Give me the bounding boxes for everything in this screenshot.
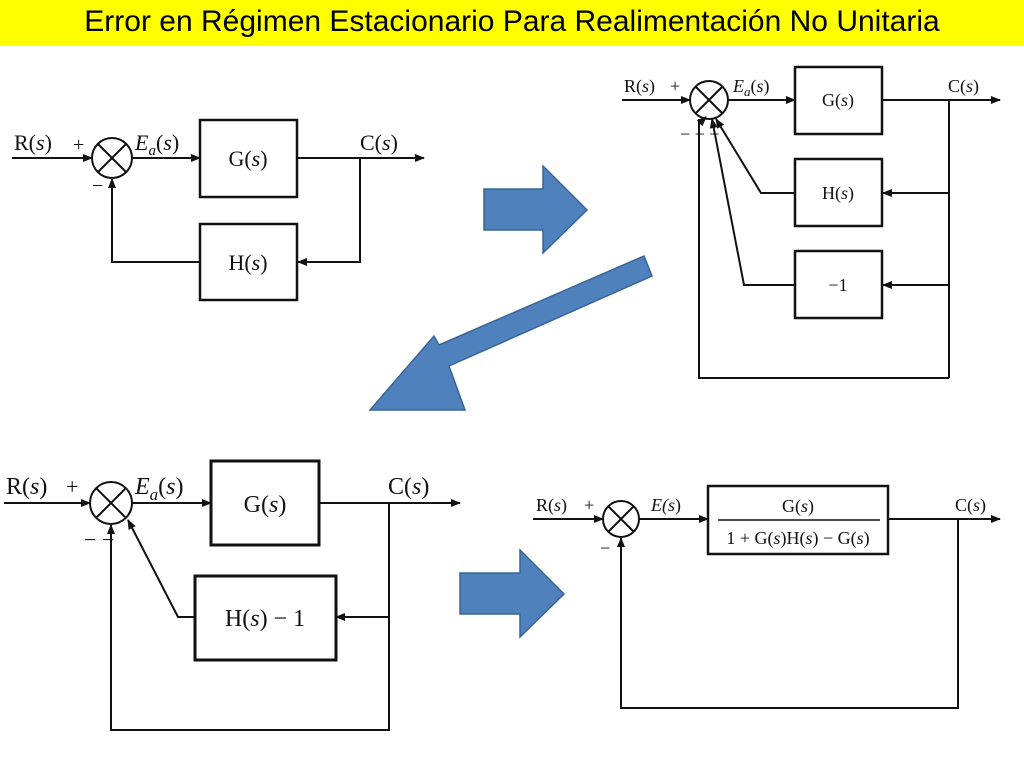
denominator-label: 1 + G(s)H(s) − G(s) bbox=[726, 528, 869, 549]
error-label: Ea(s) bbox=[134, 130, 179, 159]
plus-sign: + bbox=[66, 474, 78, 499]
numerator-label: G(s) bbox=[782, 496, 814, 517]
feedback-block-label: H(s) − 1 bbox=[225, 606, 305, 632]
summing-junction bbox=[91, 137, 133, 179]
minus-signs: − − − bbox=[680, 124, 719, 144]
forward-block bbox=[198, 118, 299, 199]
summing-junction bbox=[689, 80, 729, 120]
feedback2-block-label: −1 bbox=[828, 275, 847, 295]
summing-junction bbox=[89, 481, 133, 525]
diagram-combined-feedback: R(s) + − − Ea(s) G(s) C(s) H(s) − 1 bbox=[4, 459, 461, 731]
forward-block-label: G(s) bbox=[228, 146, 267, 171]
feedback1-block-label: H(s) bbox=[822, 183, 854, 204]
feedback-block-label: H(s) bbox=[228, 250, 267, 275]
right-arrow-icon bbox=[459, 548, 566, 639]
error-label: E(s) bbox=[650, 495, 681, 516]
error-label: Ea(s) bbox=[732, 76, 770, 99]
feedback-path-out bbox=[127, 519, 195, 618]
input-label: R(s) bbox=[6, 474, 47, 500]
feedback2-block bbox=[793, 249, 884, 320]
diagram-equivalent-unity: R(s) + − E(s) G(s) 1 + G(s)H(s) − G(s) C… bbox=[533, 484, 1001, 709]
title-bar: Error en Régimen Estacionario Para Reali… bbox=[0, 0, 1024, 46]
minus-signs: − − bbox=[84, 527, 114, 552]
summing-junction bbox=[602, 500, 640, 538]
feedback2-path-out bbox=[709, 118, 795, 286]
unity-feedback-arrow bbox=[696, 116, 707, 378]
page-title: Error en Régimen Estacionario Para Reali… bbox=[84, 5, 940, 38]
forward-block bbox=[793, 65, 884, 136]
feedback-path-in bbox=[297, 158, 361, 266]
feedback1-path-out bbox=[715, 118, 795, 194]
feedback-path-out bbox=[108, 178, 200, 263]
error-label: Ea(s) bbox=[134, 474, 184, 504]
unity-feedback-path bbox=[617, 519, 959, 709]
output-label: C(s) bbox=[948, 76, 979, 97]
diagram-original: R(s) + − Ea(s) G(s) C(s) H(s) bbox=[12, 118, 425, 302]
output-label: C(s) bbox=[360, 130, 398, 155]
input-label: R(s) bbox=[14, 130, 52, 155]
plus-sign: + bbox=[670, 76, 680, 96]
right-arrow-icon bbox=[483, 164, 589, 255]
diagram-expanded: R(s) + − − − Ea(s) G(s) C(s) H(s) −1 bbox=[622, 65, 1001, 379]
forward-block-label: G(s) bbox=[244, 492, 287, 518]
plus-sign: + bbox=[73, 134, 84, 156]
forward-block-label: G(s) bbox=[822, 90, 854, 111]
feedback-block bbox=[198, 222, 299, 302]
input-label: R(s) bbox=[536, 495, 567, 516]
input-label: R(s) bbox=[624, 76, 655, 97]
minus-sign: − bbox=[600, 538, 610, 558]
plus-sign: + bbox=[584, 495, 594, 515]
minus-sign: − bbox=[92, 175, 103, 197]
feedback-block bbox=[193, 574, 338, 662]
feedback1-block bbox=[793, 157, 884, 228]
diagonal-arrow-icon bbox=[368, 255, 653, 411]
output-label: C(s) bbox=[955, 495, 986, 516]
output-label: C(s) bbox=[388, 474, 429, 500]
